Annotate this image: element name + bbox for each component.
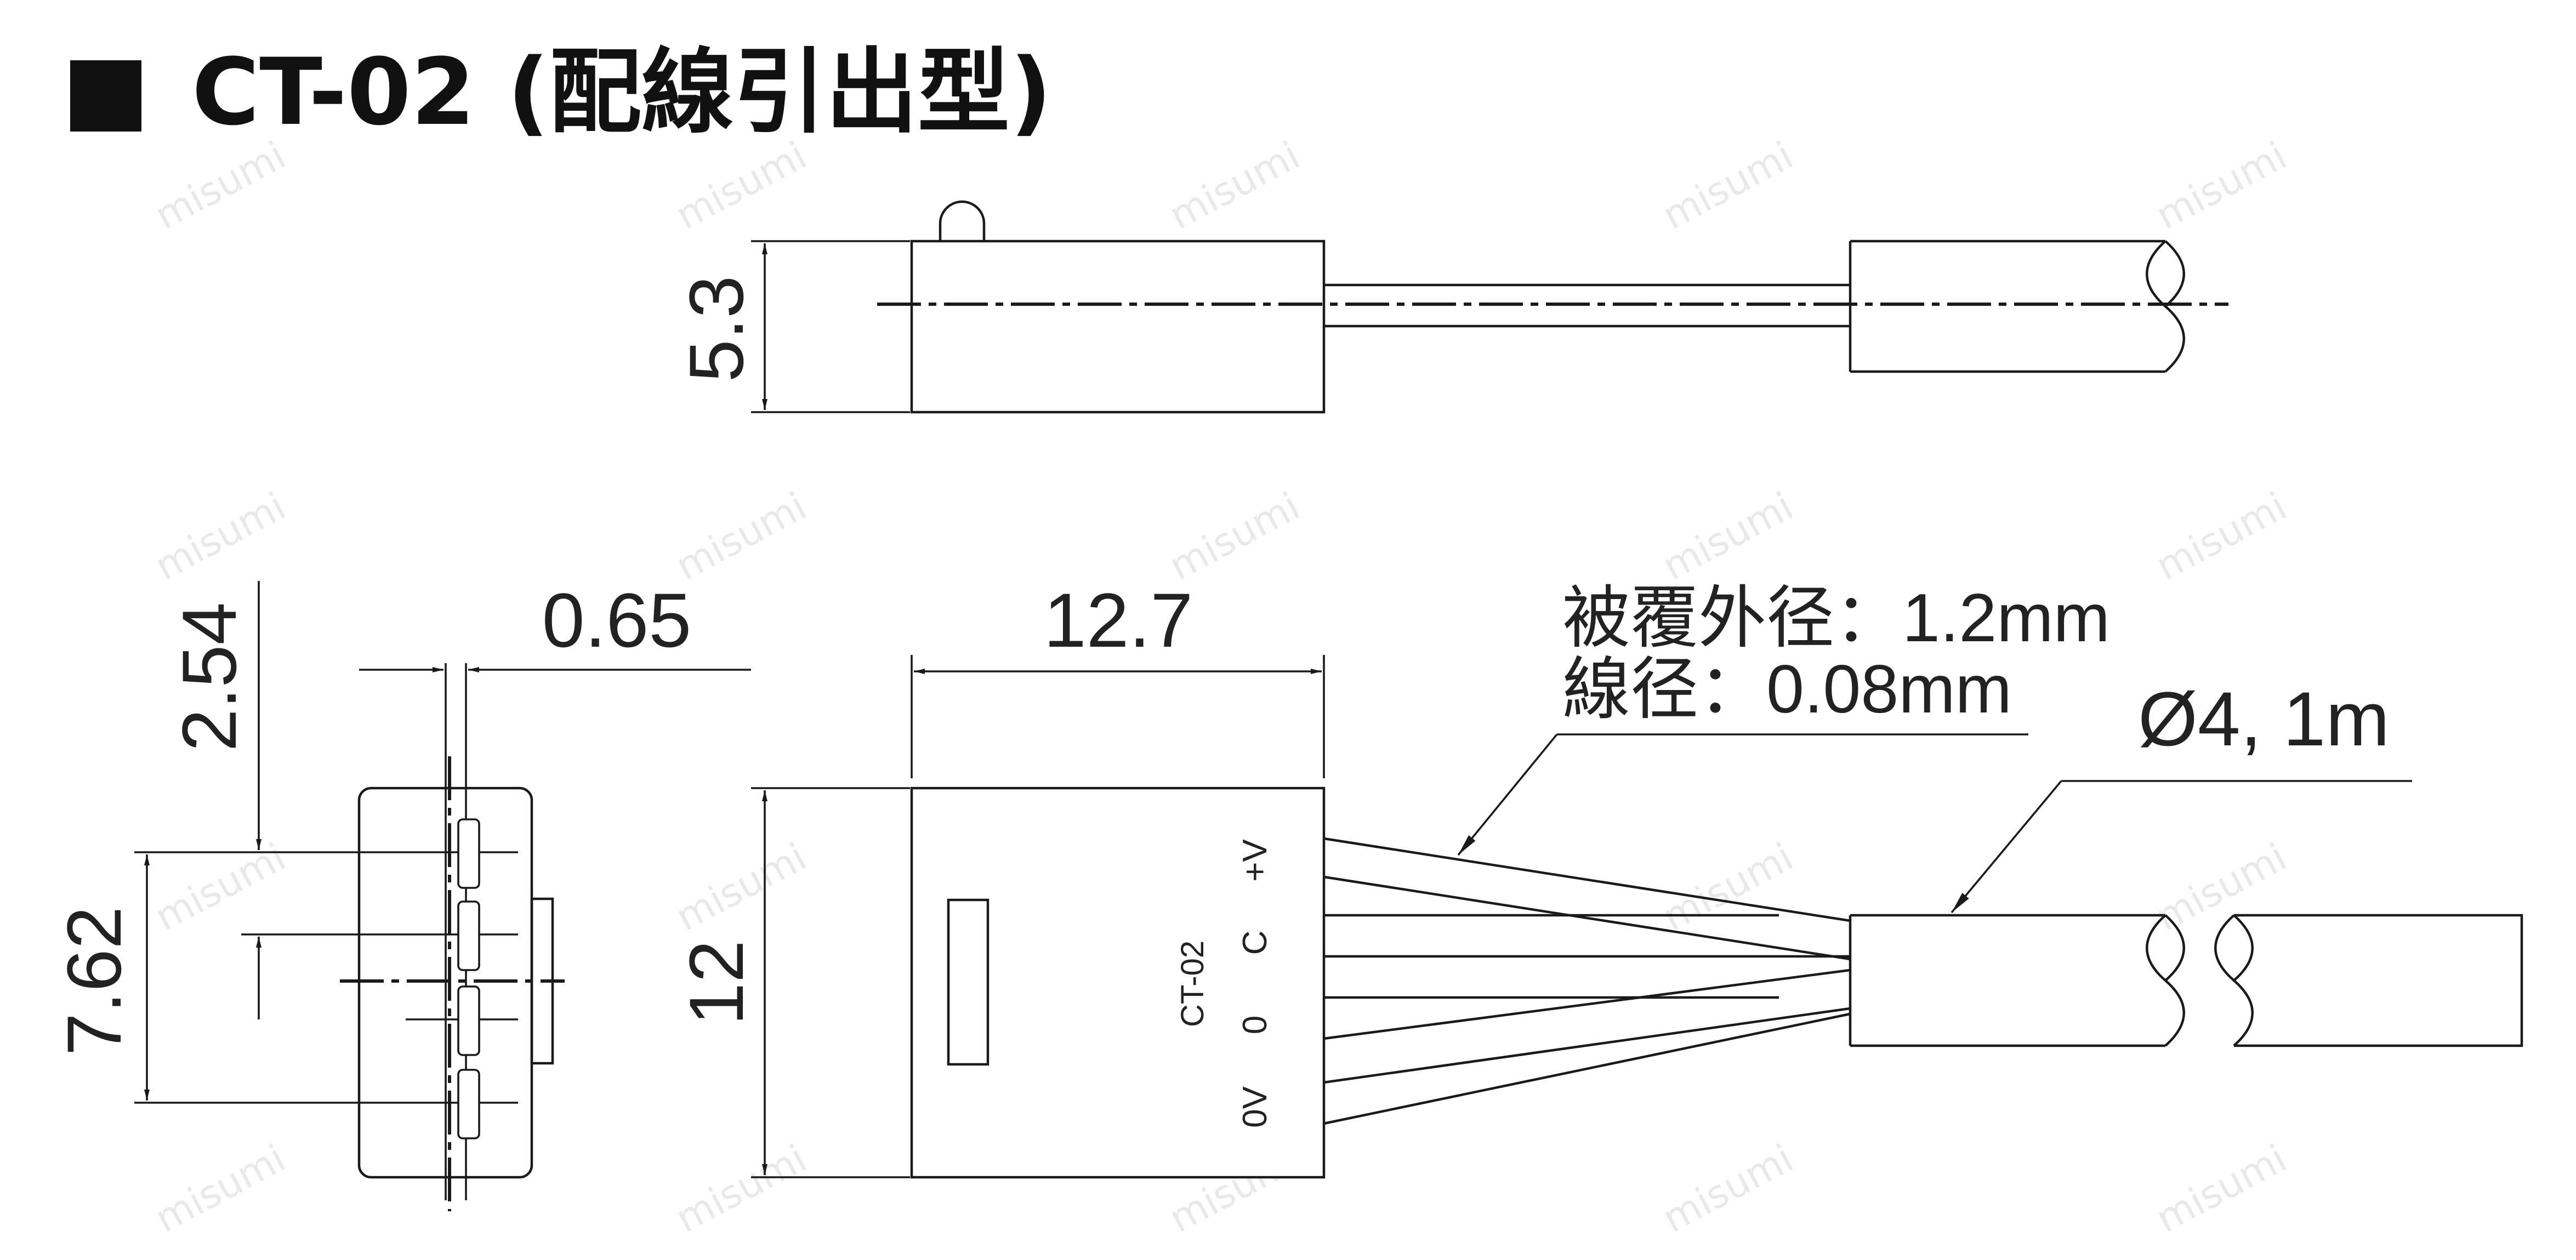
wire-callout-arrow <box>1457 733 1558 856</box>
pin <box>457 985 480 1056</box>
front-view-window <box>947 898 990 1066</box>
title: CT-02 (配線引出型) <box>70 38 1052 146</box>
watermark: misumi <box>147 834 293 940</box>
side-view-cable <box>1849 240 2165 373</box>
watermark: misumi <box>668 834 814 940</box>
cable-callout-arrow <box>1951 780 2062 914</box>
dim-pin-pitch: 2.54 <box>166 602 252 751</box>
wire <box>1323 1012 1851 1125</box>
dim-pin-width: 0.65 <box>542 577 691 663</box>
wire-dia-label: 線径：0.08mm <box>1562 652 2012 727</box>
watermark: misumi <box>1655 834 1800 940</box>
side-view-cable-break <box>2164 240 2185 307</box>
watermark: misumi <box>2148 1136 2294 1241</box>
wire <box>1323 968 1851 1040</box>
watermark: misumi <box>147 483 293 589</box>
front-view-cable-break <box>2164 914 2185 982</box>
dim-side-height: 5.3 <box>673 276 759 383</box>
terminal-label-0: 0 <box>1236 1016 1274 1034</box>
insulation-outer-dia-label: 被覆外径：1.2mm <box>1562 580 2110 656</box>
front-view: CT-02 +V C 0 0V 12.7 12 被覆外径：1.2mm 線径：0.… <box>673 577 2523 1179</box>
side-view: 5.3 <box>673 200 2228 414</box>
model-label: CT-02 <box>1175 940 1210 1027</box>
terminal-label-plus-v: +V <box>1236 839 1274 882</box>
side-view-body <box>910 240 1326 414</box>
terminal-label-0v: 0V <box>1236 1086 1274 1127</box>
title-square-icon <box>70 60 141 132</box>
watermark: misumi <box>2148 483 2294 589</box>
wire <box>1323 1007 1851 1084</box>
dim-pin-span: 7.62 <box>51 906 137 1056</box>
front-view-cable-end <box>2234 914 2523 1047</box>
title-text: CT-02 (配線引出型) <box>192 38 1052 146</box>
watermark: misumi <box>1655 483 1800 589</box>
side-view-knob <box>939 200 986 241</box>
front-view-cable-break <box>2233 914 2254 982</box>
watermark: misumi <box>2148 834 2294 940</box>
dim-body-width: 12.7 <box>1044 577 1193 663</box>
watermark: misumi <box>668 1136 814 1241</box>
cable-label: Ø4, 1m <box>2138 676 2390 762</box>
wire <box>1323 875 1851 961</box>
watermark: misumi <box>1655 133 1800 238</box>
watermark: misumi <box>1162 133 1307 238</box>
dim-body-height: 12 <box>673 940 759 1025</box>
pin <box>457 818 480 889</box>
front-view-cable <box>1849 914 2165 1047</box>
pin-view: 0.65 2.54 7.62 <box>51 577 751 1211</box>
pin <box>457 900 480 971</box>
pin <box>457 1069 480 1139</box>
wire <box>1323 837 1851 922</box>
watermark: misumi <box>147 1136 293 1241</box>
terminal-label-c: C <box>1236 931 1274 955</box>
watermark: misumi <box>147 133 293 238</box>
watermark: misumi <box>668 483 814 589</box>
watermark: misumi <box>668 133 814 238</box>
watermark: misumi <box>2148 133 2294 238</box>
watermark: misumi <box>1655 1136 1800 1241</box>
watermark: misumi <box>1162 483 1307 589</box>
